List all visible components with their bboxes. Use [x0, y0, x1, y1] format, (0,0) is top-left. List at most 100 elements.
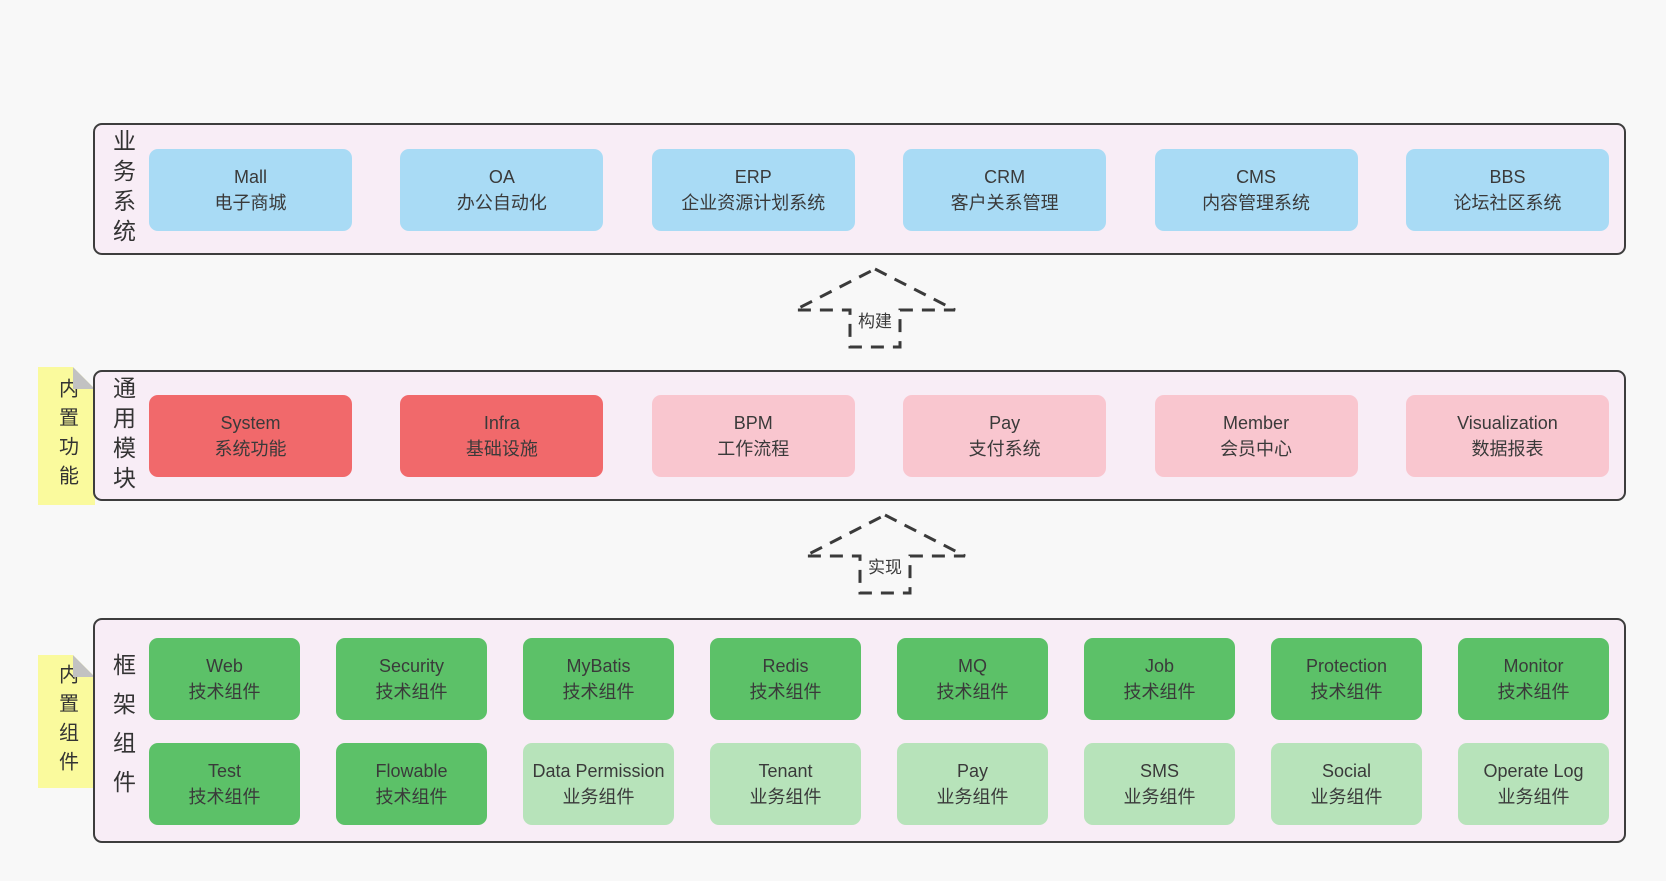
box-subtitle: 技术组件: [749, 682, 822, 702]
box-subtitle: 技术组件: [375, 682, 448, 702]
box-member: Member 会员中心: [1154, 395, 1358, 477]
sticky-label: 内置组件: [55, 663, 78, 780]
box-subtitle: 技术组件: [1310, 682, 1383, 702]
box-oa: OA 办公自动化: [400, 149, 604, 231]
box-social: Social 业务组件: [1271, 743, 1422, 825]
box-subtitle: 论坛社区系统: [1453, 193, 1562, 213]
layer-label-wrap: 业务系统: [95, 125, 149, 253]
box-title: Data Permission: [532, 761, 665, 781]
box-security: Security 技术组件: [336, 638, 487, 720]
box-redis: Redis 技术组件: [710, 638, 861, 720]
box-title: BBS: [1489, 167, 1526, 187]
box-title: Tenant: [758, 761, 813, 781]
layer-business-systems: 业务系统 Mall 电子商城 OA 办公自动化 ERP 企业资源计划系统 CRM…: [93, 123, 1626, 255]
box-subtitle: 业务组件: [936, 787, 1009, 807]
layer-common-modules: 通用模块 System 系统功能 Infra 基础设施 BPM 工作流程 Pay…: [93, 370, 1626, 501]
box-title: Member: [1223, 413, 1290, 433]
box-title: Job: [1144, 656, 1175, 676]
box-bpm: BPM 工作流程: [651, 395, 855, 477]
box-monitor: Monitor 技术组件: [1458, 638, 1609, 720]
box-title: Mall: [233, 167, 267, 187]
business-box-row: Mall 电子商城 OA 办公自动化 ERP 企业资源计划系统 CRM 客户关系…: [149, 149, 1609, 231]
box-visualization: Visualization 数据报表: [1405, 395, 1609, 477]
box-title: SMS: [1139, 761, 1179, 781]
build-arrow: 构建: [790, 266, 960, 350]
box-title: Web: [206, 656, 243, 676]
box-mybatis: MyBatis 技术组件: [523, 638, 674, 720]
box-subtitle: 技术组件: [562, 682, 635, 702]
box-title: System: [220, 413, 281, 433]
box-title: MQ: [958, 656, 987, 676]
box-subtitle: 基础设施: [465, 439, 538, 459]
box-title: CRM: [984, 167, 1026, 187]
box-tenant: Tenant 业务组件: [710, 743, 861, 825]
box-title: Protection: [1305, 656, 1388, 676]
box-subtitle: 支付系统: [968, 439, 1041, 459]
box-subtitle: 内容管理系统: [1202, 193, 1311, 213]
box-subtitle: 技术组件: [1123, 682, 1196, 702]
build-arrow-label: 构建: [858, 312, 892, 331]
box-title: Visualization: [1457, 413, 1558, 433]
layer-label-wrap: 框架组件: [95, 620, 149, 841]
box-title: Pay: [956, 761, 989, 781]
implement-arrow: 实现: [800, 512, 970, 596]
layer-framework-components: 框架组件 Web 技术组件 Security 技术组件 MyBatis 技术组件…: [93, 618, 1626, 843]
components-row-1: Web 技术组件 Security 技术组件 MyBatis 技术组件 Redi…: [149, 638, 1609, 720]
box-web: Web 技术组件: [149, 638, 300, 720]
box-subtitle: 业务组件: [749, 787, 822, 807]
box-subtitle: 技术组件: [936, 682, 1009, 702]
sticky-label: 内置功能: [55, 378, 78, 494]
box-title: Flowable: [375, 761, 448, 781]
box-title: Pay: [989, 413, 1021, 433]
modules-box-row: System 系统功能 Infra 基础设施 BPM 工作流程 Pay 支付系统…: [149, 395, 1609, 477]
box-title: Infra: [483, 413, 520, 433]
layer-label: 框架组件: [109, 652, 136, 809]
box-subtitle: 办公自动化: [456, 193, 547, 213]
layer-label: 业务系统: [109, 129, 136, 249]
box-title: OA: [488, 167, 515, 187]
box-crm: CRM 客户关系管理: [903, 149, 1107, 231]
layer-label-wrap: 通用模块: [95, 372, 149, 499]
box-subtitle: 业务组件: [1310, 787, 1383, 807]
components-row-2: Test 技术组件 Flowable 技术组件 Data Permission …: [149, 743, 1609, 825]
box-mall: Mall 电子商城: [149, 149, 352, 231]
dashed-up-arrow-icon: 构建: [794, 267, 956, 349]
box-subtitle: 业务组件: [1497, 787, 1570, 807]
box-flowable: Flowable 技术组件: [336, 743, 487, 825]
box-system: System 系统功能: [149, 395, 352, 477]
box-subtitle: 技术组件: [188, 682, 261, 702]
implement-arrow-label: 实现: [868, 558, 902, 577]
box-test: Test 技术组件: [149, 743, 300, 825]
box-subtitle: 技术组件: [1497, 682, 1570, 702]
box-subtitle: 系统功能: [214, 439, 287, 459]
sticky-note-builtin-features: 内置功能: [38, 367, 95, 505]
box-cms: CMS 内容管理系统: [1154, 149, 1358, 231]
box-subtitle: 电子商城: [214, 193, 287, 213]
box-pay-component: Pay 业务组件: [897, 743, 1048, 825]
box-subtitle: 客户关系管理: [950, 193, 1059, 213]
box-operate-log: Operate Log 业务组件: [1458, 743, 1609, 825]
box-subtitle: 技术组件: [188, 787, 261, 807]
box-title: Redis: [762, 656, 809, 676]
box-title: MyBatis: [566, 656, 631, 676]
box-erp: ERP 企业资源计划系统: [651, 149, 855, 231]
box-bbs: BBS 论坛社区系统: [1405, 149, 1609, 231]
box-subtitle: 工作流程: [717, 439, 790, 459]
box-infra: Infra 基础设施: [400, 395, 604, 477]
box-mq: MQ 技术组件: [897, 638, 1048, 720]
layer-label: 通用模块: [109, 375, 136, 496]
box-job: Job 技术组件: [1084, 638, 1235, 720]
box-sms: SMS 业务组件: [1084, 743, 1235, 825]
box-subtitle: 企业资源计划系统: [681, 193, 826, 213]
box-title: Security: [378, 656, 445, 676]
box-subtitle: 数据报表: [1471, 439, 1544, 459]
box-protection: Protection 技术组件: [1271, 638, 1422, 720]
box-subtitle: 业务组件: [1123, 787, 1196, 807]
box-title: Monitor: [1503, 656, 1564, 676]
box-subtitle: 会员中心: [1220, 439, 1293, 459]
box-title: Social: [1321, 761, 1372, 781]
box-title: Operate Log: [1483, 761, 1584, 781]
box-title: ERP: [734, 167, 772, 187]
box-subtitle: 技术组件: [375, 787, 448, 807]
